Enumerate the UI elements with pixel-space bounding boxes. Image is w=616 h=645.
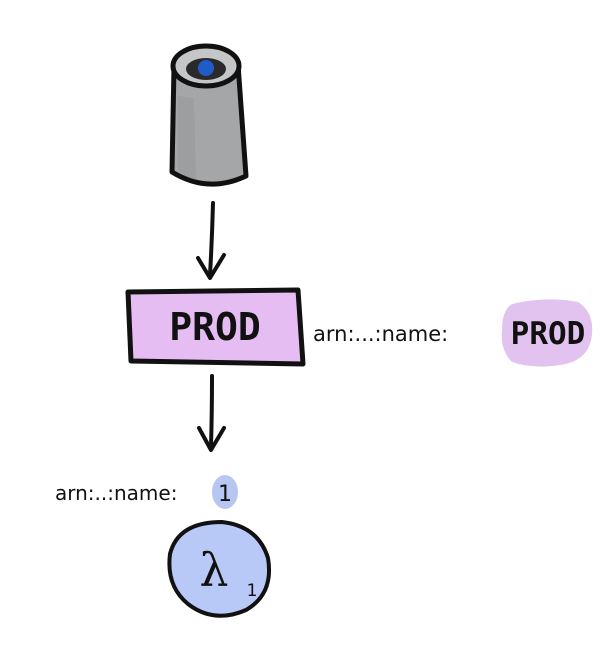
- stage-arn-annotation: arn:...:name: PROD: [313, 299, 593, 367]
- lambda-icon: λ 1: [167, 520, 271, 618]
- stage-box: PROD: [125, 287, 306, 367]
- lambda-glyph: λ: [199, 543, 228, 597]
- function-arn-label: arn:..:name:: [55, 481, 177, 505]
- lambda-circle: [167, 520, 271, 618]
- gateway-cylinder-icon: [169, 43, 249, 187]
- cylinder-dot: [198, 60, 214, 76]
- arrow-stage-to-function: [197, 374, 226, 452]
- function-arn-annotation: arn:..:name: 1: [55, 475, 238, 509]
- cylinder-body: [169, 61, 249, 187]
- stage-arn-label: arn:...:name:: [313, 322, 448, 346]
- arrow-source-to-stage: [196, 201, 226, 280]
- cylinder-shading: [178, 96, 196, 180]
- function-arn-value: 1: [218, 482, 232, 507]
- stage-label: PROD: [169, 305, 261, 349]
- stage-arn-value: PROD: [511, 316, 586, 352]
- function-version-label: 1: [247, 581, 258, 601]
- function-arn-highlight: [212, 475, 238, 509]
- stage-arn-highlight: [501, 299, 593, 367]
